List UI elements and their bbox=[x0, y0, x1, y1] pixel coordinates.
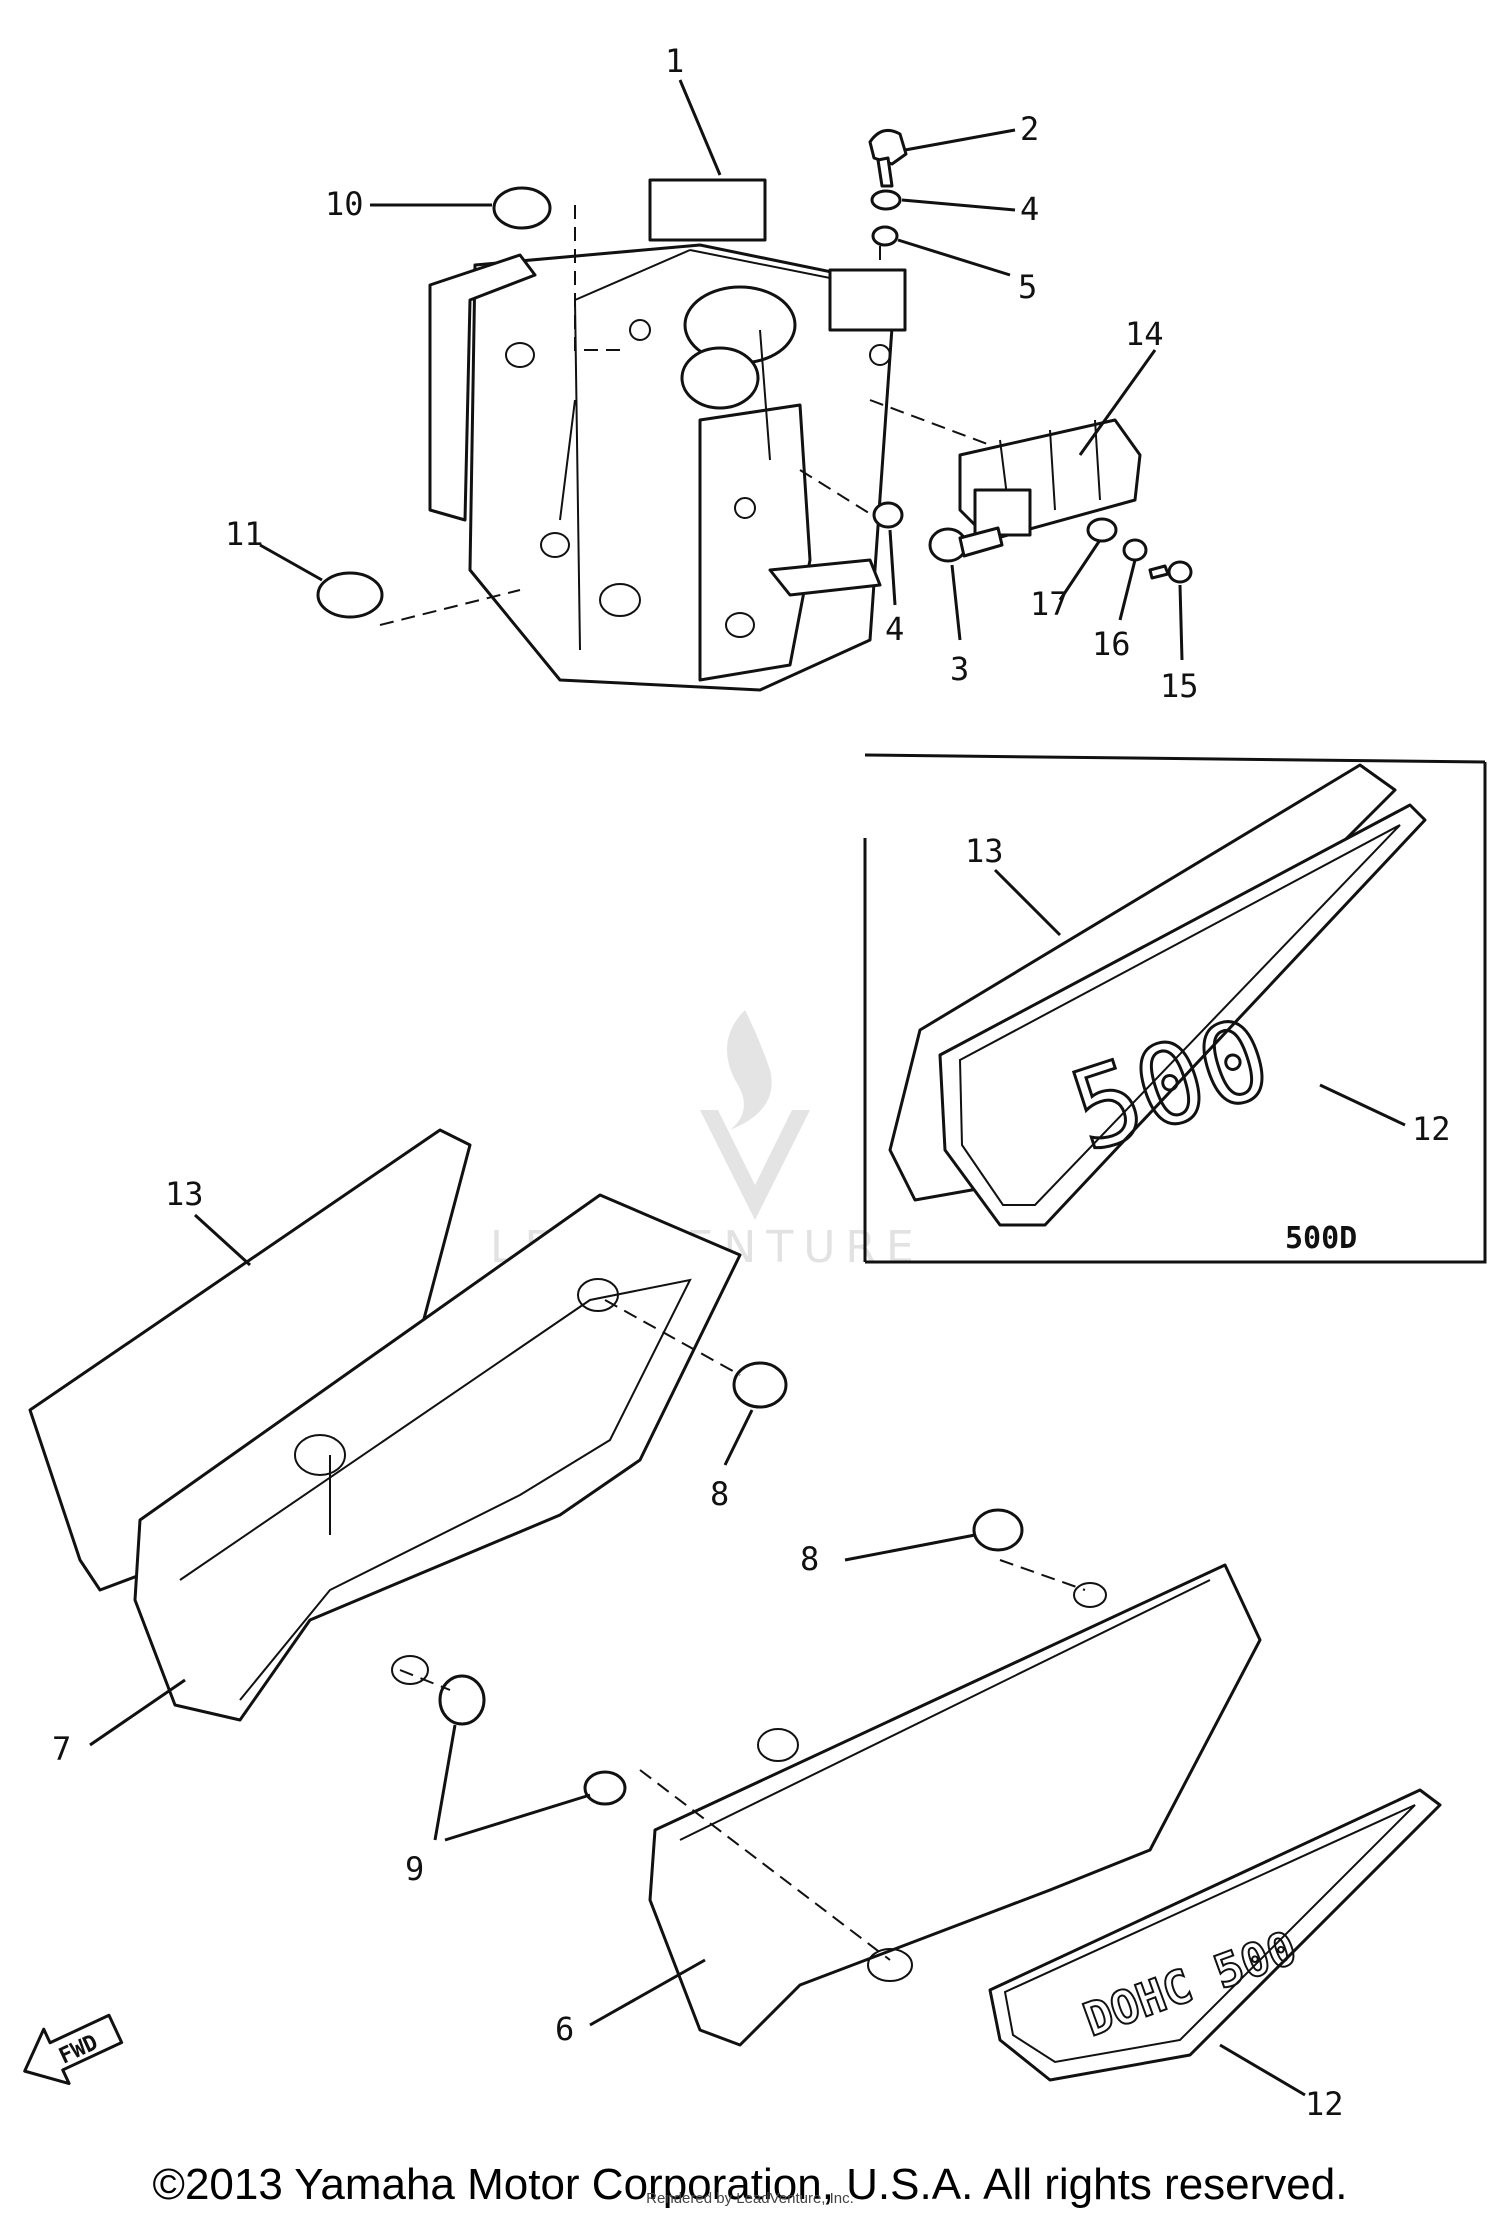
grommet-11 bbox=[316, 571, 384, 619]
alignment-line bbox=[379, 589, 521, 626]
grommet-10 bbox=[492, 186, 552, 230]
render-credit: Rendered by LeadVenture, Inc. bbox=[646, 2190, 854, 2207]
part-number-2: 2 bbox=[1020, 110, 1039, 148]
part-number-11: 11 bbox=[225, 515, 264, 553]
battery-box bbox=[428, 178, 907, 692]
part-number-8-left: 8 bbox=[710, 1475, 729, 1513]
right-side-cover-6 bbox=[648, 1563, 1262, 2047]
bolt-2 bbox=[868, 128, 908, 188]
part-number-12-inset: 12 bbox=[1412, 1110, 1451, 1148]
washer-4-top bbox=[870, 189, 902, 211]
alignment-line bbox=[399, 1669, 451, 1691]
part-number-17: 17 bbox=[1030, 585, 1069, 623]
washer-16 bbox=[1122, 538, 1148, 562]
grommet-9-right bbox=[583, 1770, 627, 1806]
part-number-15: 15 bbox=[1160, 667, 1199, 705]
part-number-9: 9 bbox=[405, 1850, 424, 1888]
part-number-5: 5 bbox=[1018, 268, 1037, 306]
part-number-8-right: 8 bbox=[800, 1540, 819, 1578]
part-number-6: 6 bbox=[555, 2010, 574, 2048]
inset-box-500d: 500 13 12 500D bbox=[863, 753, 1487, 1264]
grommet-8-right bbox=[972, 1508, 1024, 1552]
inset-label-500d: 500D bbox=[1285, 1221, 1357, 1256]
bolt-3 bbox=[928, 526, 1004, 563]
grommet-9-left bbox=[438, 1674, 486, 1726]
part-number-1: 1 bbox=[665, 42, 684, 80]
copyright-notice: ©2013 Yamaha Motor Corporation, U.S.A. A… bbox=[152, 2160, 1348, 2209]
part-number-14: 14 bbox=[1125, 315, 1164, 353]
alignment-line bbox=[799, 469, 881, 521]
alignment-line bbox=[639, 1769, 891, 1961]
part-number-3: 3 bbox=[950, 650, 969, 688]
part-number-13-inset: 13 bbox=[965, 832, 1004, 870]
part-number-10: 10 bbox=[325, 185, 364, 223]
part-number-4: 4 bbox=[1020, 190, 1039, 228]
part-number-13-left: 13 bbox=[165, 1175, 204, 1213]
part-number-16: 16 bbox=[1092, 625, 1131, 663]
lock-washer-5 bbox=[871, 225, 899, 247]
alignment-line bbox=[869, 399, 991, 446]
screw-15 bbox=[1148, 560, 1193, 584]
alignment-line bbox=[574, 205, 620, 351]
fwd-arrow-icon: FWD bbox=[23, 2013, 124, 2086]
washer-17 bbox=[1086, 517, 1118, 543]
part-number-7: 7 bbox=[52, 1730, 71, 1768]
part-number-4-lower: 4 bbox=[885, 610, 904, 648]
grommet-8-left bbox=[732, 1361, 788, 1409]
alignment-line bbox=[604, 1299, 741, 1376]
washer-4-lower bbox=[872, 501, 904, 529]
fuse-holder-14 bbox=[958, 418, 1142, 542]
part-number-12-lower: 12 bbox=[1305, 2085, 1344, 2123]
alignment-line bbox=[999, 1559, 1086, 1591]
left-side-cover-7 bbox=[28, 1128, 742, 1722]
